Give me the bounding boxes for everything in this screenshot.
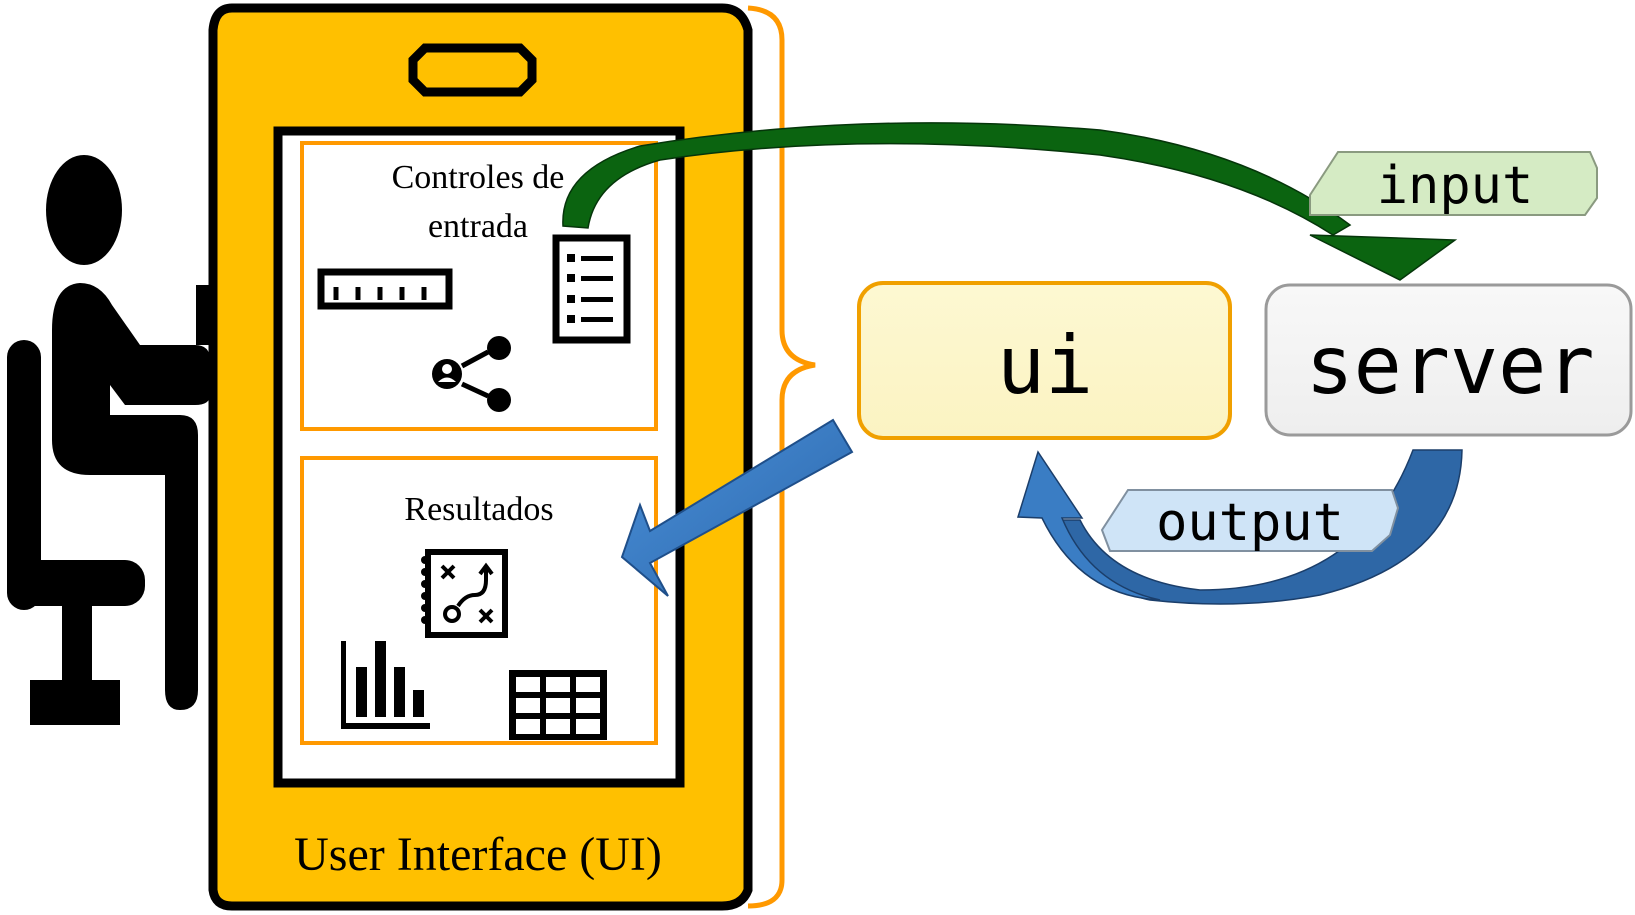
output-flow-arrow (1016, 449, 1463, 605)
server-box-label: server (1306, 319, 1595, 412)
phone-footer-label: User Interface (UI) (294, 828, 662, 881)
controls-title-line2: entrada (428, 208, 528, 245)
checklist-icon[interactable] (552, 234, 631, 344)
person-at-desk-icon (7, 155, 214, 725)
results-title: Resultados (404, 491, 553, 528)
controls-title-line1: Controles de (392, 159, 565, 196)
ui-brace (747, 5, 816, 909)
bar-chart-icon[interactable] (341, 641, 430, 729)
input-tag-label: input (1377, 156, 1534, 216)
input-tag: input (1309, 151, 1598, 216)
output-tag-label: output (1156, 493, 1344, 553)
results-section: Resultados (300, 456, 658, 745)
phone-speaker (408, 43, 537, 97)
input-flow-arrow (562, 122, 1458, 281)
ui-box-label: ui (997, 319, 1093, 412)
ui-to-results-arrow (620, 418, 854, 597)
controls-section: Controles de entrada (300, 141, 658, 431)
server-box[interactable]: server (1264, 283, 1633, 437)
share-user-icon[interactable] (432, 336, 511, 412)
strategy-board-icon[interactable] (421, 549, 508, 638)
output-tag: output (1100, 489, 1400, 553)
slider-icon[interactable] (317, 268, 453, 310)
ui-box[interactable]: ui (857, 281, 1232, 440)
table-grid-icon[interactable] (509, 670, 607, 740)
